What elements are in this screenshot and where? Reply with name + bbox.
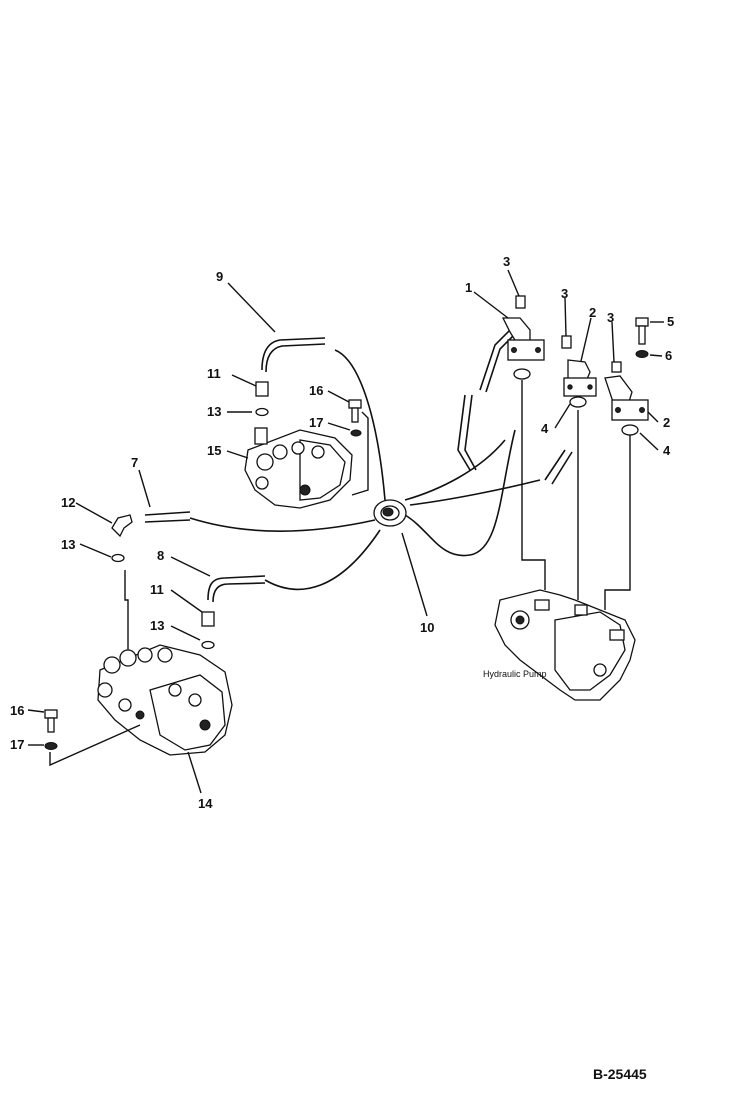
leader-lines <box>27 269 664 794</box>
callout-13-lower: 13 <box>150 618 164 633</box>
callout-14: 14 <box>198 796 213 811</box>
callout-8: 8 <box>157 548 164 563</box>
hydraulic-pump: Hydraulic Pump <box>483 589 636 701</box>
callout-12: 12 <box>61 495 75 510</box>
callout-13-upper: 13 <box>207 404 221 419</box>
callout-6: 6 <box>665 348 672 363</box>
callout-17-lower: 17 <box>10 737 24 752</box>
pump-caption: Hydraulic Pump <box>483 669 547 679</box>
callout-3-top: 3 <box>503 254 510 269</box>
drawing-reference-number: B-25445 <box>593 1066 647 1082</box>
clamp-10 <box>373 499 407 527</box>
callout-10: 10 <box>420 620 434 635</box>
callout-13-mid: 13 <box>61 537 75 552</box>
hose-lines <box>144 329 631 610</box>
callout-9: 9 <box>216 269 223 284</box>
callout-5: 5 <box>667 314 674 329</box>
callout-4-mid: 4 <box>541 421 549 436</box>
control-valve-15 <box>244 427 353 509</box>
callout-15: 15 <box>207 443 221 458</box>
callout-16-lower: 16 <box>10 703 24 718</box>
callout-3-mid: 3 <box>561 286 568 301</box>
callout-7: 7 <box>131 455 138 470</box>
fittings-upper-valve <box>255 381 369 496</box>
callout-2-mid: 2 <box>589 305 596 320</box>
callout-11-upper: 11 <box>207 366 221 381</box>
callout-16-upper: 16 <box>309 383 323 398</box>
callout-17-upper: 17 <box>309 415 323 430</box>
fittings-lower-valve <box>44 514 215 767</box>
callout-3-right: 3 <box>607 310 614 325</box>
callout-2-right: 2 <box>663 415 670 430</box>
callout-numbers: 9 11 13 15 16 17 7 12 13 8 11 13 16 17 1… <box>10 254 674 811</box>
callout-1: 1 <box>465 280 472 295</box>
callout-4-right: 4 <box>663 443 671 458</box>
control-valve-14 <box>97 644 233 756</box>
callout-11-lower: 11 <box>150 582 164 597</box>
flange-fittings <box>501 295 649 436</box>
